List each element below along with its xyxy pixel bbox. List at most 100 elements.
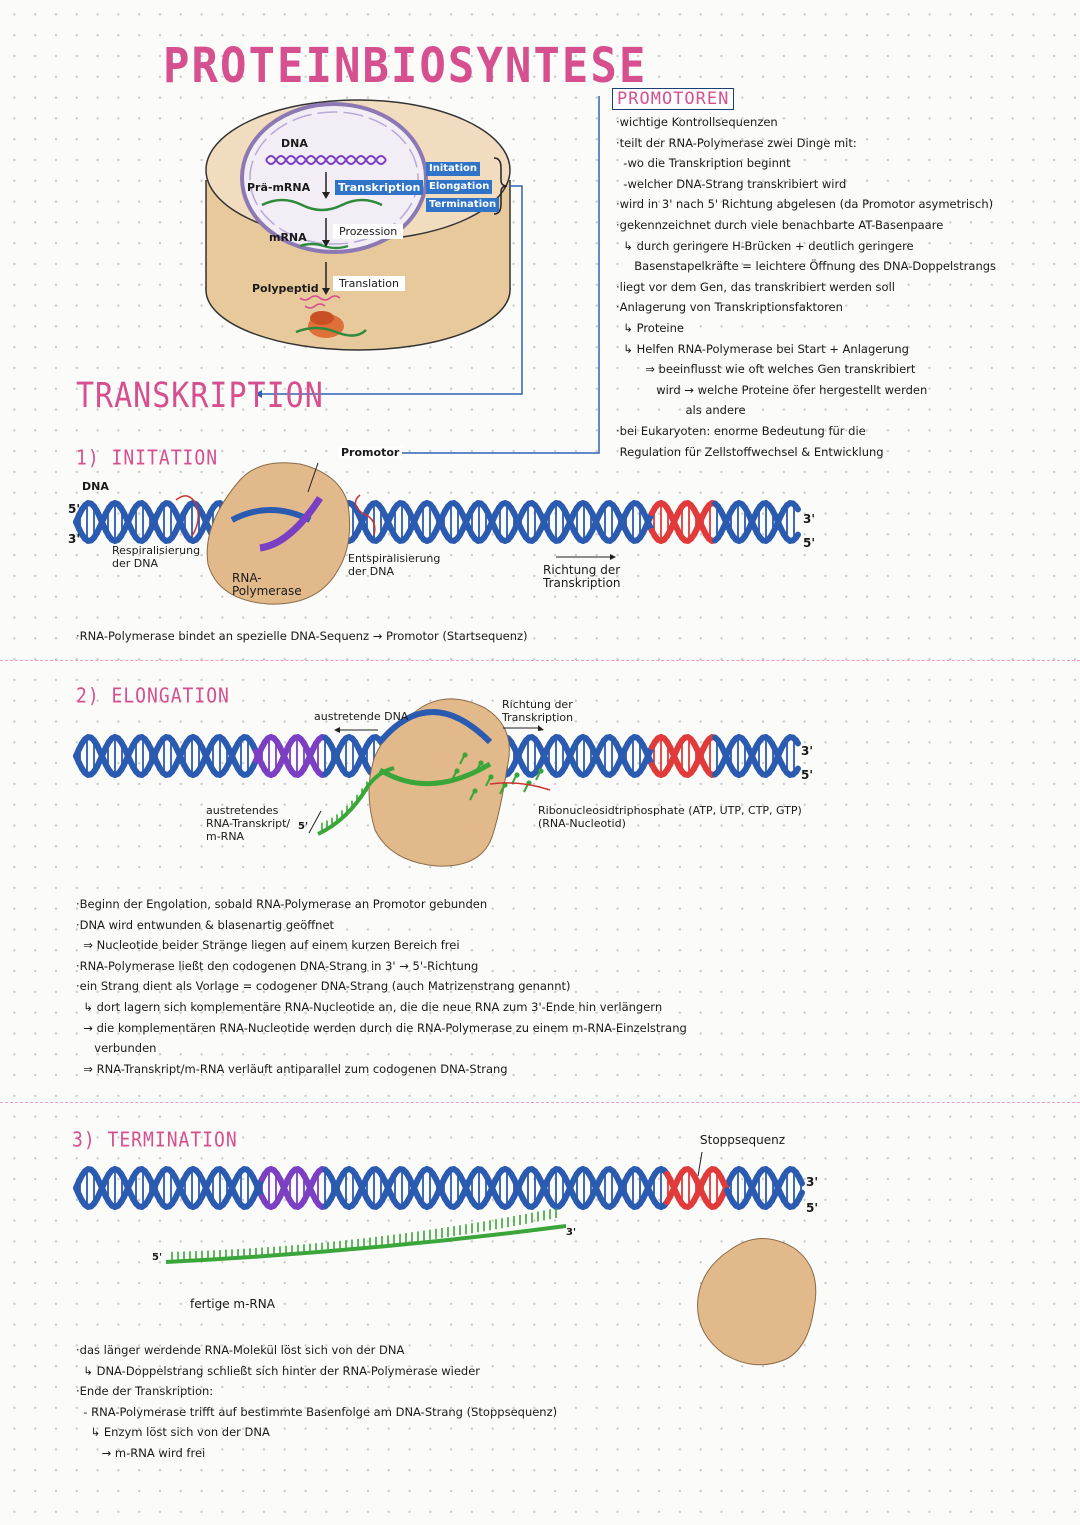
promotoren-line: -welcher DNA-Strang transkribiert wird — [616, 176, 847, 191]
respiral-label: Respiralisierung der DNA — [112, 544, 201, 570]
section-divider — [0, 1102, 1080, 1103]
termination-note-line: ·Ende der Transkription: — [76, 1384, 214, 1399]
elongation-note-line: ·ein Strang dient als Vorlage = codogene… — [76, 979, 571, 994]
promotoren-line: Regulation für Zellstoffwechsel & Entwic… — [616, 444, 884, 459]
nucleotide — [535, 771, 541, 781]
polypeptide-chain — [299, 295, 341, 309]
promotor-region — [259, 496, 323, 552]
elongation-note-line: → die komplementären RNA-Nucleotide werd… — [76, 1020, 687, 1035]
promotoren-line: ·wichtige Kontrollsequenzen — [616, 115, 778, 129]
finished-mrna-bases — [171, 1208, 557, 1262]
phase-initation: Initation — [426, 162, 480, 176]
rna-polymerase-free — [697, 1238, 817, 1366]
nucleotide-head — [478, 760, 484, 766]
page-title: PROTEINBIOSYNTESE — [163, 38, 648, 95]
elongation-note-line: ·DNA wird entwunden & blasenartig geöffn… — [76, 917, 335, 932]
elongation-note-line: verbunden — [76, 1041, 157, 1056]
elongation-note-line: ⇒ Nucleotide beider Stränge liegen auf e… — [76, 938, 460, 953]
termination-end-5: 5' — [806, 1201, 819, 1215]
translation-box: Translation — [333, 276, 405, 291]
cell-polypeptid-label: Polypeptid — [252, 282, 319, 295]
initation-end-3: 3' — [803, 512, 816, 526]
elongation-note-line: ·RNA-Polymerase ließt den codogenen DNA-… — [76, 958, 479, 973]
termination-note-line: → m-RNA wird frei — [76, 1445, 206, 1460]
cell-pre-mrna-label: Prä-mRNA — [247, 181, 311, 194]
dna-helix-initation — [73, 500, 801, 544]
phase-termination: Termination — [426, 198, 500, 212]
initation-end-5: 5' — [803, 536, 816, 550]
promotoren-line: Basenstapelkräfte = leichtere Öffnung de… — [616, 259, 997, 274]
elongation-note-line: ⇒ RNA-Transkript/m-RNA verläuft antipara… — [76, 1061, 508, 1076]
termination-note-line: ↳ Enzym löst sich von der DNA — [76, 1425, 270, 1440]
dna-backbone — [793, 531, 801, 541]
rna-transcript-bases — [321, 781, 368, 833]
termination-note-line: ↳ DNA-Doppelstrang schließt sich hinter … — [76, 1363, 481, 1378]
mrna-strand — [299, 242, 349, 250]
elongation-notes: ·Beginn der Engolation, sobald RNA-Polym… — [76, 894, 687, 1079]
nucleotide-head — [502, 782, 508, 788]
nucleotide-head — [514, 772, 520, 778]
elongation-5-label: 5' — [298, 821, 309, 832]
entspiral-label: Entspiralisierung der DNA — [348, 552, 441, 578]
ribonucleotide-triphosphates — [451, 752, 544, 801]
transkription-heading: TRANSKRIPTION — [76, 376, 324, 417]
prozession-box: Prozession — [333, 224, 404, 239]
promotoren-line: ↳ durch geringere H-Brücken + deutlich g… — [616, 238, 914, 253]
promotor-label: Promotor — [338, 446, 403, 459]
initation-5-label: 5' — [68, 502, 81, 516]
promotoren-line: ↳ Proteine — [616, 320, 684, 335]
dna-backbone — [793, 503, 801, 513]
section-divider — [0, 660, 1080, 661]
stoppsequenz-label: Stoppsequenz — [700, 1133, 786, 1147]
entspiral-arrow — [354, 494, 376, 536]
respiral-arrow — [175, 495, 199, 537]
promotoren-line: ⇒ beeinflusst wie oft welches Gen transk… — [616, 362, 916, 377]
initation-3-label: 3' — [68, 532, 81, 546]
promotoren-line: ↳ Helfen RNA-Polymerase bei Start + Anla… — [616, 341, 909, 356]
nucleotide — [485, 777, 491, 787]
dna-helix-termination — [73, 1166, 805, 1210]
promotoren-line: -wo die Transkription beginnt — [616, 156, 791, 171]
ribonucleotide-label: Ribonucleosidtriphosphate (ATP, UTP, CTP… — [538, 804, 802, 830]
promotoren-title: PROMOTOREN — [612, 88, 735, 110]
dna-backbone — [793, 765, 801, 775]
promotoren-line: ·bei Eukaryoten: enorme Bedeutung für di… — [616, 423, 866, 438]
dna-backbone — [796, 1189, 805, 1202]
elongation-end-3: 3' — [801, 744, 814, 758]
phase-brace — [493, 157, 508, 215]
nucleus — [240, 102, 428, 254]
elongation-note-line: ·Beginn der Engolation, sobald RNA-Polym… — [76, 897, 488, 911]
initation-title: 1) INITATION — [76, 446, 219, 471]
nucleotide — [451, 771, 457, 781]
cell-dna-label: DNA — [281, 137, 308, 150]
dna-backbone — [796, 1174, 805, 1187]
nucleotide-head — [462, 752, 468, 758]
nucleotide — [459, 755, 465, 765]
promotoren-notes: ·wichtige Kontrollsequenzen ·teilt der R… — [616, 112, 996, 462]
fertige-mrna-label: fertige m-RNA — [190, 1297, 275, 1311]
rna-polymerase-initation — [206, 462, 351, 605]
elongation-title: 2) ELONGATION — [76, 684, 230, 709]
transkription-box: Transkription — [335, 180, 424, 195]
pre-mrna-strand — [261, 198, 383, 212]
nucleotide — [475, 763, 481, 773]
richtung-label-1: Richtung der Transkription — [543, 563, 621, 590]
austretende-dna-label: austretende DNA — [314, 710, 409, 723]
mrna-5-label: 5' — [152, 1252, 163, 1263]
dna-backbone — [793, 737, 801, 747]
nucleotide — [469, 791, 475, 801]
nucleotide — [499, 785, 505, 795]
elongation-end-5: 5' — [801, 768, 814, 782]
phase-elongation: Elongation — [426, 180, 493, 194]
promotoren-line: ·Anlagerung von Transkriptionsfaktoren — [616, 300, 843, 315]
richtung-label-2: Richtung der Transkription — [502, 698, 574, 724]
polymerase-label: RNA- Polymerase — [232, 571, 302, 598]
nucleotide-head — [454, 768, 460, 774]
initation-note: ·RNA-Polymerase bindet an spezielle DNA-… — [76, 629, 528, 643]
nucleotide — [523, 783, 529, 793]
promotoren-line: ·gekennzeichnet durch viele benachbarte … — [616, 217, 944, 232]
elongation-note-line: ↳ dort lagern sich komplementäre RNA-Nuc… — [76, 999, 663, 1014]
promotoren-line: ·wird in 3' nach 5' Richtung abgelesen (… — [616, 197, 994, 212]
termination-note-line: ·das länger werdende RNA-Molekül löst si… — [76, 1343, 405, 1357]
promotoren-line: ·teilt der RNA-Polymerase zwei Dinge mit… — [616, 135, 857, 150]
